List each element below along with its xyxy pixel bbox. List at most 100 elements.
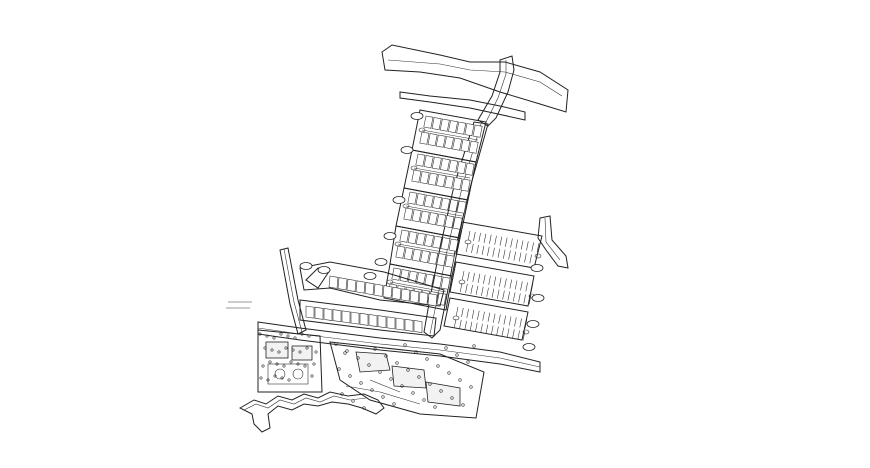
parking-stall	[481, 286, 484, 296]
parking-stall	[501, 327, 504, 337]
tree-symbol	[351, 399, 355, 403]
parking-turnaround	[452, 315, 460, 321]
tree-symbol	[287, 378, 291, 382]
tree-symbol	[312, 362, 316, 366]
lot-parcel	[341, 310, 351, 324]
parking-stall	[488, 275, 491, 285]
tree-symbol	[259, 376, 263, 380]
section-tag	[526, 320, 540, 328]
plan-note	[226, 301, 252, 309]
parking-stall	[453, 318, 457, 329]
parking-stall	[467, 271, 470, 282]
tree-symbol	[268, 360, 272, 364]
tree-symbol	[425, 357, 429, 361]
section-tag	[400, 146, 414, 154]
lot-parcel	[448, 120, 458, 134]
parking-stall	[522, 331, 526, 341]
lot-parcel	[395, 317, 405, 331]
cul-de-sac	[394, 241, 402, 247]
parking-stall	[491, 325, 494, 335]
parking-stall	[481, 245, 485, 255]
lot-parcel	[419, 210, 430, 224]
tree-symbol	[411, 391, 415, 395]
lot-parcel	[404, 318, 414, 332]
lot-parcel	[440, 197, 451, 211]
tree-symbol	[466, 360, 470, 364]
clubhouse-building	[265, 341, 289, 359]
tree-symbol	[422, 398, 426, 402]
tree-symbol	[284, 346, 288, 350]
lot-parcel	[391, 286, 402, 300]
parking-stall	[517, 330, 520, 340]
tree-symbol	[469, 385, 473, 389]
parking-stall	[526, 241, 529, 251]
parking-stall	[493, 276, 497, 286]
lot-parcel	[460, 139, 471, 153]
parking-stall	[461, 270, 465, 281]
tree-symbol	[370, 388, 374, 392]
lot-parcel	[436, 213, 447, 227]
section-tag	[522, 343, 536, 351]
parking-stall	[523, 294, 526, 304]
lot-parcel	[432, 196, 442, 210]
parking-stall	[518, 252, 522, 262]
lot-parcel	[464, 162, 475, 176]
parking-stall	[476, 244, 479, 254]
amenity-area	[257, 329, 323, 393]
tree-symbol	[345, 349, 349, 353]
parking-stall	[514, 317, 517, 327]
tree-symbol	[433, 405, 437, 409]
lot-parcel	[323, 308, 333, 321]
lot-parcel	[439, 118, 450, 132]
lot-parcel	[403, 207, 414, 221]
parking-stall	[536, 243, 540, 253]
parking-stall	[497, 248, 501, 258]
lot-parcel	[444, 254, 455, 268]
lot-parcel	[411, 248, 422, 262]
parking-stall	[464, 320, 467, 330]
parking-turnaround	[458, 279, 466, 285]
lot-parcel	[432, 235, 443, 249]
parking-stall	[459, 319, 462, 330]
parking-stall	[502, 290, 505, 300]
tree-symbol	[305, 346, 309, 350]
parking-stall	[470, 284, 473, 294]
lot-parcel	[399, 269, 410, 283]
parking-stall	[467, 230, 471, 241]
parking-stall	[497, 289, 500, 299]
lot-parcel	[386, 316, 396, 330]
parking-stall	[503, 315, 506, 325]
lot-parcel	[409, 290, 420, 304]
parking-stall	[513, 251, 516, 261]
lot-parcel	[400, 288, 411, 302]
tree-symbol	[303, 364, 307, 368]
lot-parcel	[423, 155, 434, 169]
lot-parcel	[464, 123, 475, 137]
parking-stall	[499, 236, 503, 246]
parking-stall	[461, 307, 464, 318]
lot-parcel	[419, 131, 430, 145]
parking-stall	[508, 316, 512, 326]
lot-parcel	[373, 283, 384, 297]
tree-symbol	[263, 346, 267, 350]
section-tag	[299, 262, 313, 270]
parking-stall	[504, 278, 507, 288]
lot-parcel	[416, 272, 426, 286]
lot-parcel	[452, 177, 463, 191]
lot-parcel	[427, 293, 438, 307]
lot-parcel	[314, 306, 324, 320]
tree-symbol	[472, 344, 476, 348]
lot-parcel	[411, 209, 422, 223]
parking-stall	[482, 311, 485, 321]
parking-stall	[520, 281, 523, 291]
section-tag	[363, 272, 377, 280]
parking-stall	[494, 235, 497, 245]
parking-stall	[506, 328, 510, 338]
lot-parcel	[472, 124, 483, 138]
lot-parcel	[460, 178, 471, 192]
parking-stall	[507, 291, 510, 301]
lot-parcel	[337, 277, 348, 291]
parking-stall	[475, 322, 478, 332]
cul-de-sac	[402, 203, 410, 209]
